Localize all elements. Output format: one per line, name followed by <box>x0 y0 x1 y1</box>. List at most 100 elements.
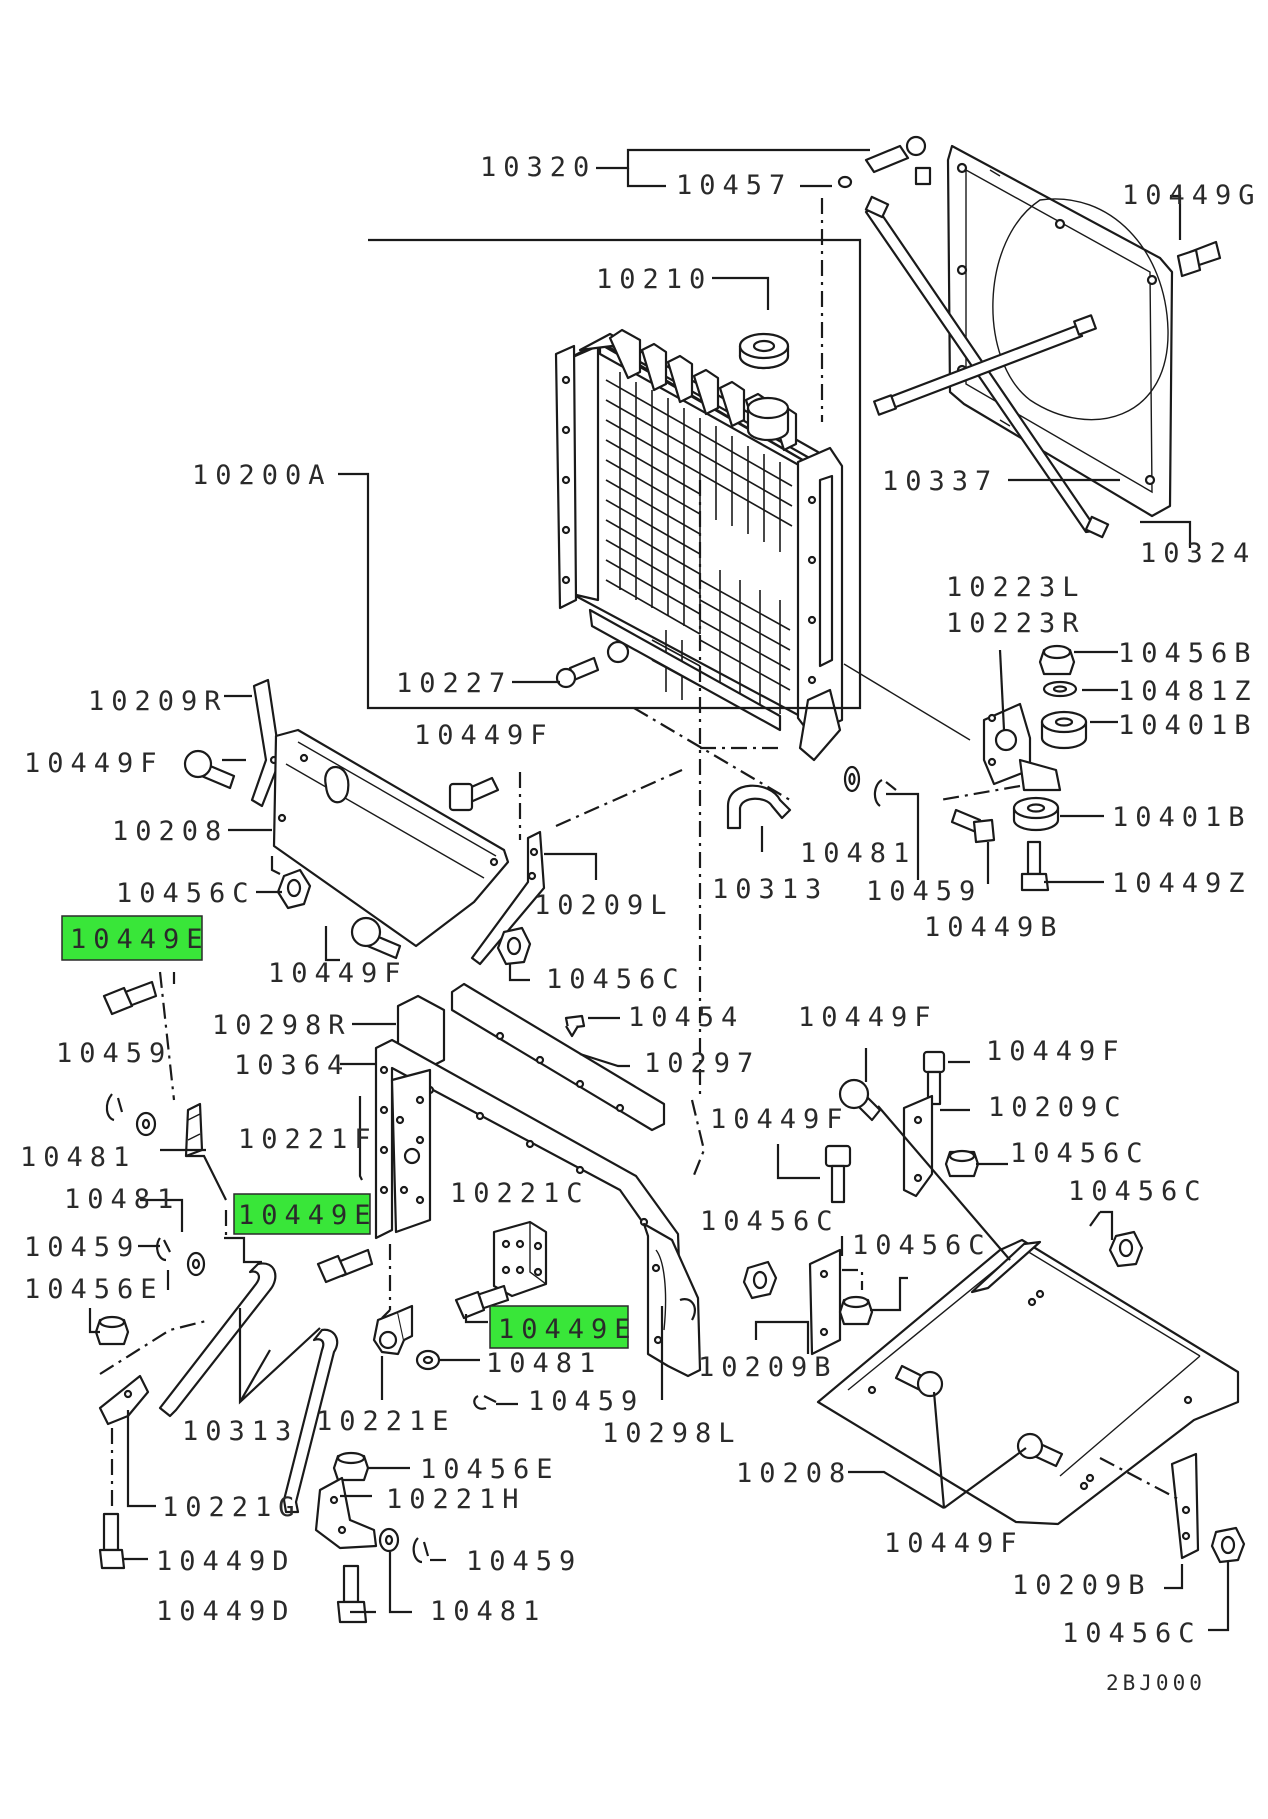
label-10449F-d: 10449F <box>798 1002 938 1033</box>
radiator-bottom-tank <box>588 608 782 732</box>
label-10209B-a: 10209B <box>698 1352 838 1383</box>
nut-10456C-a <box>276 868 312 910</box>
cushion-10401B-mid <box>1012 796 1060 832</box>
nut-10456C-e <box>742 1260 778 1300</box>
label-10324: 10324 <box>1140 538 1256 569</box>
label-10456C-e: 10456C <box>700 1206 840 1237</box>
label-10227: 10227 <box>396 668 512 699</box>
label-10221G: 10221G <box>162 1492 302 1523</box>
bracket-10209C <box>902 1094 934 1198</box>
bolt-10449D-b <box>336 1564 368 1624</box>
radiator-top-tank <box>578 328 822 466</box>
label-10208-right: 10208 <box>736 1458 852 1489</box>
bolt-10449E-c <box>454 1284 510 1320</box>
bolt-10449G <box>1176 240 1222 278</box>
bolt-10449F-left <box>183 749 236 790</box>
bolt-10449F-lower <box>350 916 402 960</box>
bolt-10449F-right-mid <box>824 1144 852 1204</box>
label-10401B-top: 10401B <box>1118 710 1258 741</box>
label-10459-a: 10459 <box>866 876 982 907</box>
label-10457: 10457 <box>676 170 792 201</box>
label-10337: 10337 <box>882 466 998 497</box>
washer-10481-a <box>843 765 861 793</box>
hose-10313-top <box>726 784 792 830</box>
label-10209C: 10209C <box>988 1092 1128 1123</box>
leader-lines <box>88 148 1230 1632</box>
label-10223L: 10223L <box>946 572 1086 603</box>
label-10449F-e: 10449F <box>986 1036 1126 1067</box>
bracket-10221E <box>372 1304 414 1356</box>
filler-neck <box>746 396 790 442</box>
label-10209B-b: 10209B <box>1012 1570 1152 1601</box>
cushion-10401B-top <box>1040 710 1088 750</box>
pin-10459-c <box>156 1237 171 1262</box>
label-10320: 10320 <box>480 152 596 183</box>
label-10221C: 10221C <box>450 1178 590 1209</box>
label-10456C-f: 10456C <box>852 1230 992 1261</box>
baffle-10298L <box>642 1222 702 1378</box>
label-10449F-c: 10449F <box>268 958 408 989</box>
label-10223R: 10223R <box>946 608 1086 639</box>
label-10449D-a: 10449D <box>156 1546 296 1577</box>
label-10456C-b: 10456C <box>546 964 686 995</box>
bolt-10449D-a <box>98 1512 126 1570</box>
bracket-10221F <box>184 1102 204 1158</box>
washer-10481-e <box>378 1527 400 1553</box>
label-10449B: 10449B <box>924 912 1064 943</box>
label-10209R: 10209R <box>88 686 228 717</box>
mount-bracket-10223 <box>982 702 1062 792</box>
nut-10456E-b <box>332 1451 370 1482</box>
label-10364: 10364 <box>234 1050 350 1081</box>
plate-10364-panel <box>390 1068 432 1234</box>
label-10298L: 10298L <box>602 1418 742 1449</box>
label-10456C-g: 10456C <box>1062 1618 1202 1649</box>
seal-10297 <box>450 982 666 1132</box>
label-10459-b: 10459 <box>56 1038 172 1069</box>
label-10456E-b: 10456E <box>420 1454 560 1485</box>
nut-10456B <box>1038 644 1076 676</box>
label-10401B-mid: 10401B <box>1112 802 1252 833</box>
label-10454: 10454 <box>628 1002 744 1033</box>
washer-10481-d <box>415 1349 441 1371</box>
radiator-side-plate-left <box>554 344 578 610</box>
nut-10456C-f <box>838 1295 874 1326</box>
plate-10208-upper <box>272 728 510 948</box>
label-10481-b: 10481 <box>20 1142 136 1173</box>
pin-10459-b <box>105 1093 124 1122</box>
label-10200A: 10200A <box>192 460 332 491</box>
label-10208-left: 10208 <box>112 816 228 847</box>
label-10449D-b: 10449D <box>156 1596 296 1627</box>
hose-10313-left <box>158 1262 277 1418</box>
bolt-10449Z <box>1020 840 1050 892</box>
bolt-10449F-lower-a <box>894 1364 944 1398</box>
nut-10456C-b <box>496 926 532 966</box>
label-10209L: 10209L <box>534 890 674 921</box>
label-10221E: 10221E <box>316 1406 456 1437</box>
label-10481Z: 10481Z <box>1118 676 1258 707</box>
label-10456C-a: 10456C <box>116 878 256 909</box>
highlight-10449E-c <box>489 1305 629 1349</box>
nut-10456C-d <box>1108 1230 1144 1268</box>
label-10449F-g: 10449F <box>884 1528 1024 1559</box>
bolt-10449E-b <box>316 1248 374 1284</box>
label-10459-e: 10459 <box>466 1546 582 1577</box>
label-10221H: 10221H <box>386 1484 526 1515</box>
bolt-10449F-upper <box>448 776 500 812</box>
drain-cock-10320 <box>837 135 932 189</box>
label-10456B: 10456B <box>1118 638 1258 669</box>
hose-10313-mid <box>282 1328 339 1514</box>
nut-10456E-a <box>94 1315 130 1346</box>
label-10449G: 10449G <box>1122 180 1262 211</box>
part-labels: 10320 10457 10449G 10210 10200A 10337 10… <box>20 152 1262 1695</box>
nut-10456C-g <box>1210 1526 1246 1564</box>
bracket-10221H <box>314 1476 378 1550</box>
clip-10454 <box>564 1014 586 1038</box>
highlight-10449E-b <box>233 1193 371 1235</box>
radiator-cap-10210 <box>738 332 790 370</box>
bracket-10209B-b <box>1170 1452 1200 1560</box>
washer-10481Z-hole <box>1052 685 1068 693</box>
bracket-10209R <box>250 678 282 808</box>
label-10449F-a: 10449F <box>414 720 554 751</box>
label-10456E-a: 10456E <box>24 1274 164 1305</box>
